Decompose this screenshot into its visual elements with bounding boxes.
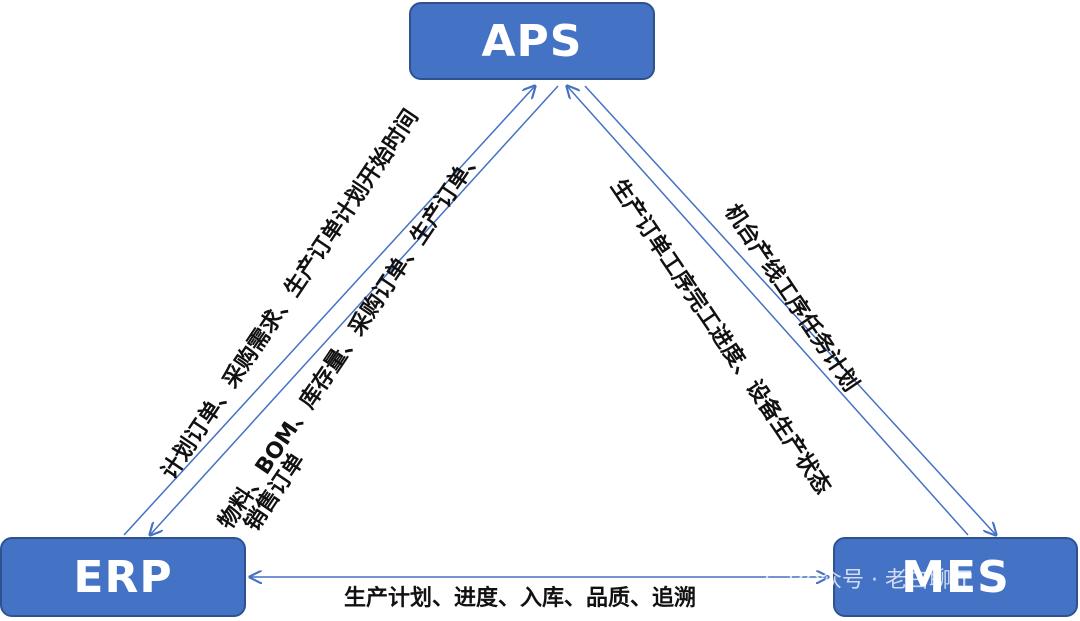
watermark: 公众号 · 老白聊IT xyxy=(766,562,971,594)
node-aps: APS xyxy=(409,2,655,80)
watermark-text: 公众号 · 老白聊IT xyxy=(798,568,971,593)
arrow-aps-to-erp xyxy=(150,85,559,535)
node-erp: ERP xyxy=(0,537,246,617)
arrow-aps-to-mes xyxy=(584,85,996,535)
arrow-erp-to-aps xyxy=(123,86,535,536)
wechat-logo-icon xyxy=(766,567,792,589)
label-erp-mes: 生产计划、进度、入库、品质、追溯 xyxy=(344,586,697,611)
node-mes: MES xyxy=(833,537,1078,617)
arrow-mes-to-aps xyxy=(567,86,969,536)
